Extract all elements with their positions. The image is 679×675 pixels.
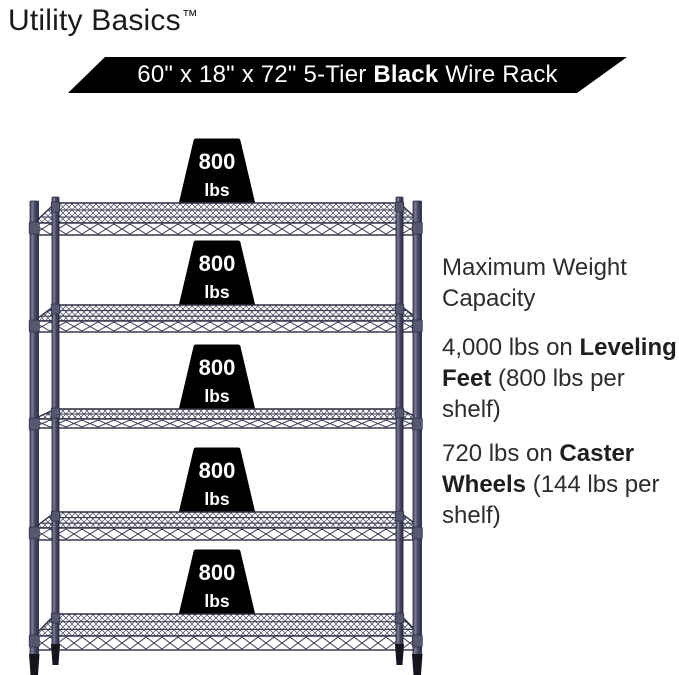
shelf-collar [411, 319, 423, 333]
heading-line-1: Maximum Weight [442, 254, 627, 281]
brand-logo: Utility Basics™ [8, 4, 198, 38]
wire-shelf [31, 511, 424, 541]
leveling-foot [412, 654, 423, 675]
heading-line-2: Capacity [442, 285, 536, 312]
weight-unit-label: lbs [204, 386, 230, 406]
shelf-collar [411, 221, 423, 235]
leveling-feet-spec: 4,000 lbs on Leveling Feet (800 lbs per … [442, 332, 678, 425]
weight-badge: 800 lbs [177, 447, 257, 521]
shelf-collar [28, 221, 40, 235]
rack-post-back [395, 196, 404, 647]
banner-text-bold: Black [373, 61, 439, 88]
spec-text-bold: Caster [559, 440, 635, 467]
spec-line: shelf) [442, 502, 501, 529]
weight-value-label: 800 [199, 560, 236, 585]
weight-badge: 800 lbs [177, 138, 257, 212]
spec-line: Feet (800 lbs per [442, 363, 678, 394]
spec-line: shelf) [442, 396, 501, 423]
leveling-foot [395, 644, 404, 665]
shelf-collar [28, 319, 40, 333]
weight-badge: 800 lbs [177, 549, 257, 623]
shelf-collar [28, 634, 40, 648]
leveling-foot [51, 644, 60, 665]
spec-line: 4,000 lbs on Leveling [442, 332, 678, 363]
weight-unit-label: lbs [204, 180, 230, 200]
wire-shelf [32, 613, 423, 651]
spec-line: Wheels (144 lbs per [442, 469, 678, 500]
spec-text-bold: Feet [442, 365, 492, 392]
spec-text-segment: 4,000 lbs on [442, 334, 580, 361]
wire-shelf [31, 304, 424, 333]
spec-line: 720 lbs on Caster [442, 438, 678, 469]
spec-text-segment: (800 lbs per [491, 365, 625, 392]
banner-text-post: Wire Rack [438, 61, 558, 88]
spec-panel: Maximum Weight Capacity 4,000 lbs on Lev… [442, 252, 678, 531]
shelf-collar [50, 201, 61, 213]
rack-post-back [51, 196, 60, 647]
weight-unit-label: lbs [204, 591, 230, 611]
shelf-collar [411, 634, 423, 648]
shelf-collar [50, 407, 61, 419]
shelf-collar [28, 417, 40, 431]
shelf-collar [394, 510, 405, 522]
spec-text-segment: (144 lbs per [526, 471, 660, 498]
weight-badge: 800 lbs [177, 240, 257, 314]
wire-shelf [32, 202, 423, 236]
shelf-collar [394, 407, 405, 419]
weight-unit-label: lbs [204, 489, 230, 509]
banner-text-pre: 60" x 18" x 72" 5-Tier [137, 61, 374, 88]
spec-text-bold: Leveling [579, 334, 677, 361]
title-banner: 60" x 18" x 72" 5-Tier Black Wire Rack [68, 57, 627, 93]
shelf-collar [411, 526, 423, 540]
weight-value-label: 800 [199, 355, 236, 380]
shelf-collar [394, 201, 405, 213]
wire-shelf [33, 408, 422, 429]
spec-text-segment: 720 lbs on [442, 440, 560, 467]
caster-wheels-spec: 720 lbs on Caster Wheels (144 lbs per sh… [442, 438, 678, 531]
weight-badge: 800 lbs [177, 344, 257, 418]
shelf-collar [411, 417, 423, 431]
shelf-collar [28, 526, 40, 540]
wire-shelves [31, 202, 424, 651]
weight-value-label: 800 [199, 149, 236, 174]
trademark-symbol: ™ [181, 8, 199, 25]
shelf-collar [50, 303, 61, 315]
weight-value-label: 800 [199, 251, 236, 276]
shelf-collar [394, 303, 405, 315]
shelf-collar [394, 612, 405, 624]
weight-value-label: 800 [199, 458, 236, 483]
rack-posts [28, 196, 423, 675]
brand-name: Utility Basics [8, 4, 181, 37]
spec-text-bold: Wheels [442, 471, 527, 498]
shelf-collar [50, 612, 61, 624]
capacity-heading: Maximum Weight Capacity [442, 252, 678, 314]
shelf-collar [50, 510, 61, 522]
leveling-foot [29, 654, 40, 675]
weight-unit-label: lbs [204, 282, 230, 302]
